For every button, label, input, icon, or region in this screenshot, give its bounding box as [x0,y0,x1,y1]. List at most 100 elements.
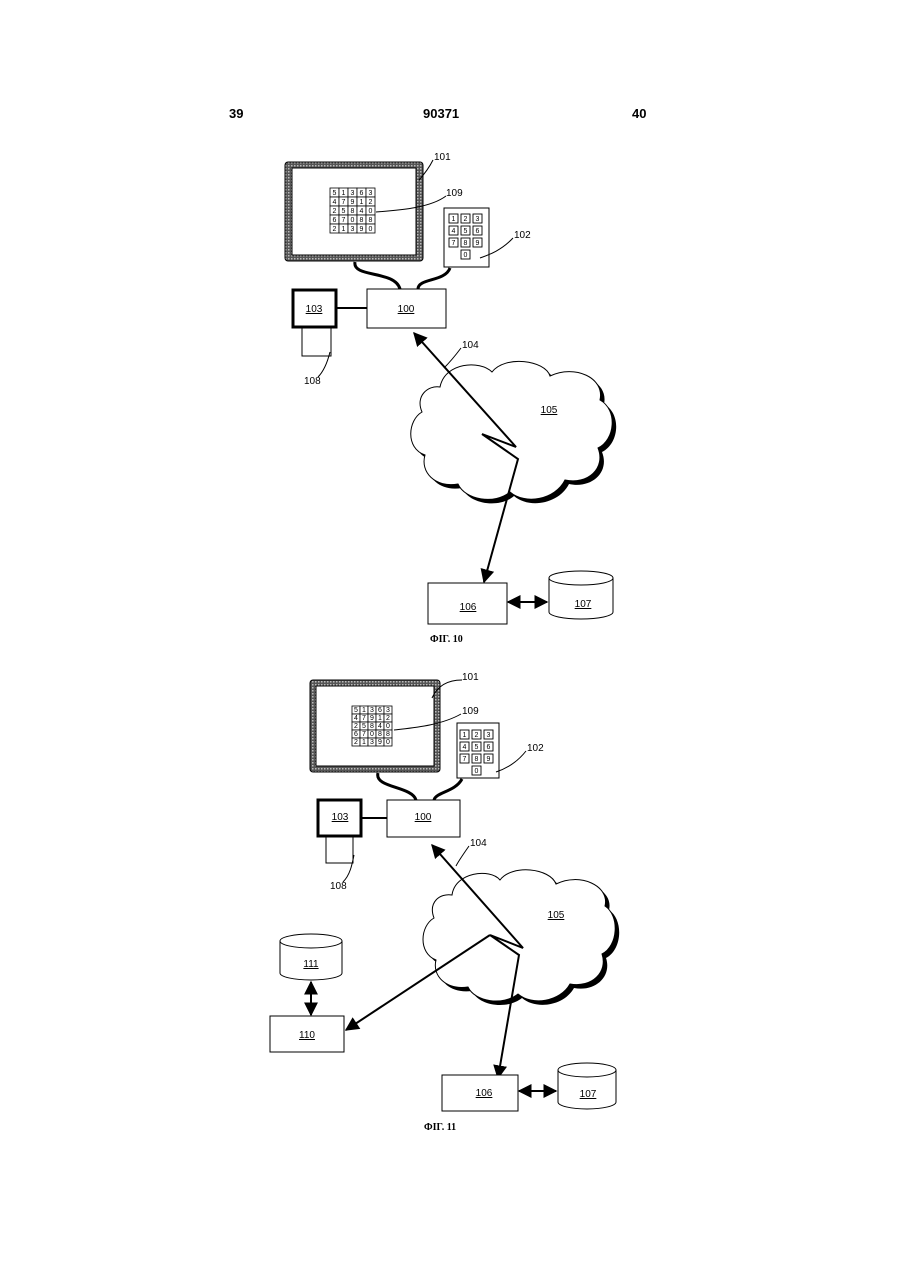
grid-digit: 5 [333,190,337,197]
network-cloud-105: 105 [423,870,619,1005]
label-107: 107 [575,599,592,610]
grid-digit: 5 [354,707,358,714]
grid-digit: 3 [386,707,390,714]
label-102: 102 [514,230,531,241]
card-108 [302,328,331,356]
label-109: 109 [446,188,463,199]
grid-digit: 4 [360,208,364,215]
grid-digit: 8 [369,217,373,224]
key-digit: 2 [475,732,479,739]
grid-digit: 0 [386,723,390,730]
server-110: 110 [270,1016,344,1052]
grid-digit: 8 [360,217,364,224]
grid-digit: 4 [378,723,382,730]
grid-digit: 5 [362,723,366,730]
grid-digit: 7 [362,731,366,738]
grid-digit: 9 [351,199,355,206]
number-grid-109: 5136347912258406708821390 [352,706,392,746]
grid-digit: 9 [378,739,382,746]
grid-digit: 3 [369,190,373,197]
grid-digit: 1 [360,199,364,206]
key-digit: 9 [487,756,491,763]
label-107: 107 [580,1089,597,1100]
key-digit: 2 [464,216,468,223]
label-109: 109 [462,706,479,717]
key-digit: 3 [487,732,491,739]
server-106: 106 [428,583,507,624]
key-digit: 5 [464,228,468,235]
grid-digit: 1 [362,739,366,746]
label-101: 101 [434,152,451,163]
grid-digit: 6 [378,707,382,714]
grid-digit: 9 [370,715,374,722]
terminal-100: 100 [387,800,460,837]
database-107: 107 [558,1063,616,1109]
grid-digit: 6 [360,190,364,197]
figure-caption-11: ФІГ. 11 [424,1122,456,1133]
grid-digit: 1 [342,226,346,233]
label-100: 100 [415,812,432,823]
grid-digit: 3 [351,226,355,233]
key-digit: 6 [487,744,491,751]
database-107: 107 [549,571,613,619]
grid-digit: 2 [386,715,390,722]
grid-digit: 0 [369,208,373,215]
card-reader-103: 103 [293,290,367,327]
label-108: 108 [330,881,347,892]
key-digit: 0 [464,252,468,259]
key-digit: 1 [463,732,467,739]
grid-digit: 3 [370,707,374,714]
grid-digit: 2 [354,739,358,746]
key-digit: 8 [464,240,468,247]
grid-digit: 8 [378,731,382,738]
label-104: 104 [470,838,487,849]
key-digit: 7 [463,756,467,763]
grid-digit: 2 [333,226,337,233]
grid-digit: 7 [342,217,346,224]
grid-digit: 3 [351,190,355,197]
label-110: 110 [299,1030,315,1041]
figure-11: 5136347912258406708821390 1234567890 100… [270,672,619,1133]
server-106: 106 [442,1075,518,1111]
grid-digit: 1 [342,190,346,197]
keypad-102: 1234567890 [457,723,499,778]
key-digit: 3 [476,216,480,223]
label-103: 103 [332,812,349,823]
key-digit: 5 [475,744,479,751]
grid-digit: 1 [362,707,366,714]
label-102: 102 [527,743,544,754]
grid-digit: 2 [333,208,337,215]
key-digit: 8 [475,756,479,763]
grid-digit: 9 [360,226,364,233]
key-digit: 9 [476,240,480,247]
grid-digit: 7 [342,199,346,206]
key-digit: 4 [452,228,456,235]
number-grid-109: 5136347912258406708821390 [330,188,375,233]
grid-digit: 3 [370,739,374,746]
grid-digit: 2 [354,723,358,730]
figure-caption-10: ФІГ. 10 [430,634,463,645]
grid-digit: 8 [386,731,390,738]
grid-digit: 1 [378,715,382,722]
grid-digit: 0 [369,226,373,233]
label-103: 103 [306,304,323,315]
network-cloud-105: 105 [411,361,616,503]
label-101: 101 [462,672,479,683]
grid-digit: 0 [386,739,390,746]
grid-digit: 8 [351,208,355,215]
key-digit: 6 [476,228,480,235]
grid-digit: 4 [354,715,358,722]
keypad-102: 1234567890 [444,208,489,267]
key-digit: 4 [463,744,467,751]
terminal-100: 100 [367,289,446,328]
card-108 [326,837,353,863]
label-106: 106 [460,602,477,613]
card-reader-103: 103 [318,800,387,836]
label-108: 108 [304,376,321,387]
grid-digit: 0 [351,217,355,224]
label-100: 100 [398,304,415,315]
label-105: 105 [548,910,565,921]
grid-digit: 2 [369,199,373,206]
key-digit: 7 [452,240,456,247]
grid-digit: 5 [342,208,346,215]
